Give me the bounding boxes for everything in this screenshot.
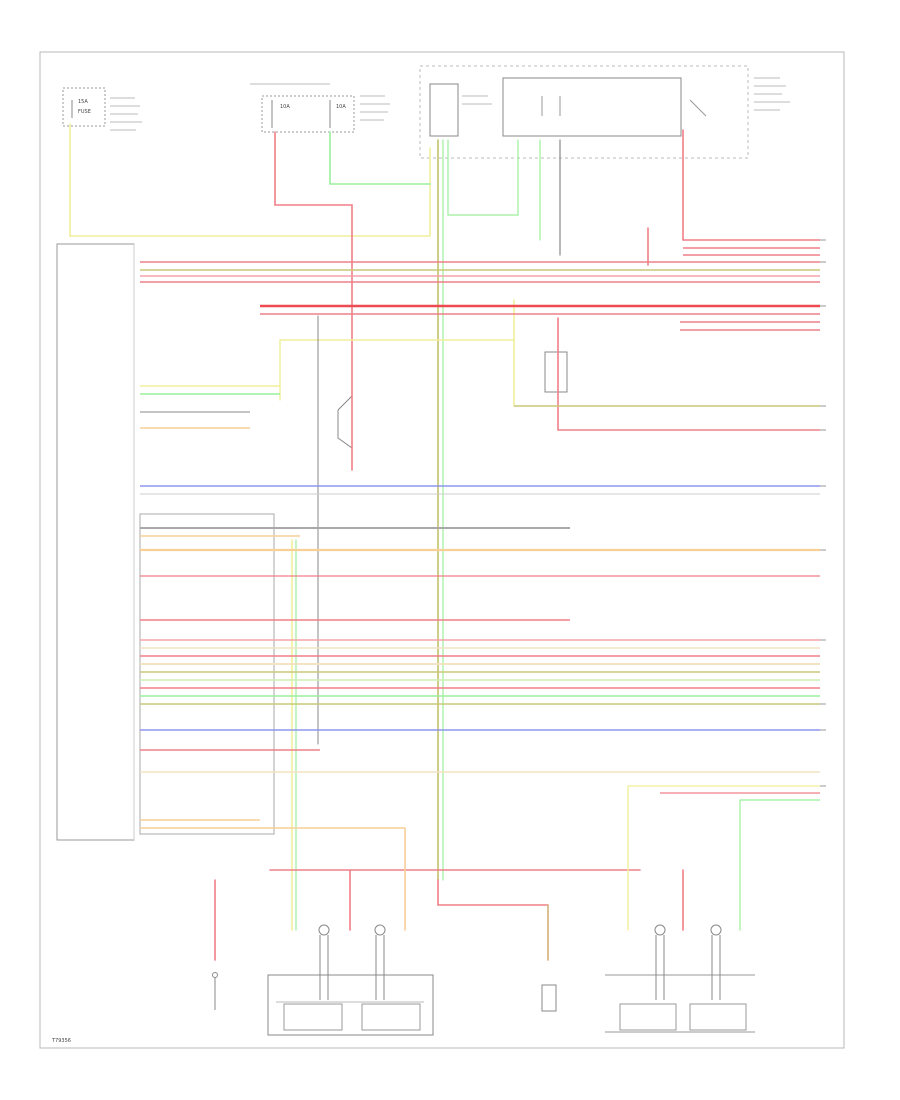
diagram-code: T79356 [51,1038,71,1044]
diagram-border [39,51,845,1049]
fuse-box-center: 10A 10A [250,83,390,133]
bottom-coil-pack-center [267,924,434,1036]
bottom-sensor-right [541,984,557,1012]
svg-text:10A: 10A [280,104,290,110]
svg-text:10A: 10A [336,104,346,110]
bottom-coil-pack-right [605,924,755,1033]
right-edge-terminals [820,239,826,787]
svg-text:FUSE: FUSE [78,109,91,115]
horizontal-wires [140,239,820,829]
control-module [56,243,135,841]
fuse-box-left: 15A FUSE [62,87,142,131]
sensor-symbol [337,394,353,449]
inner-harness-box [139,513,275,835]
fuse-box-top-right [419,65,790,159]
svg-text:15A: 15A [78,99,88,105]
vertical-wires [69,123,741,961]
bottom-switch-left [212,972,218,1010]
relay-box [544,351,568,393]
